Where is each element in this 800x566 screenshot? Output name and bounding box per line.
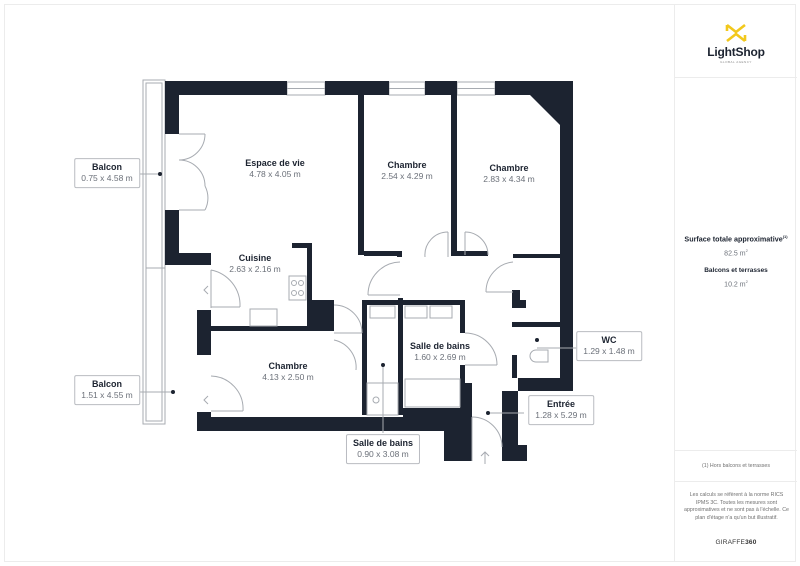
room-label-espace-de-vie: Espace de vie 4.78 x 4.05 m bbox=[245, 158, 305, 180]
page-border bbox=[4, 4, 796, 562]
lightshop-logo-icon bbox=[725, 23, 747, 43]
room-label-chambre-3: Chambre 4.13 x 2.50 m bbox=[262, 361, 314, 383]
cooktop bbox=[288, 275, 307, 301]
total-area-label: Surface totale approximative(1) bbox=[684, 234, 788, 244]
label-dots bbox=[158, 172, 539, 415]
room-label-salle-de-bains-1: Salle de bains 1.60 x 2.69 m bbox=[409, 341, 471, 363]
brand-tagline: GLOBAL AGENCY bbox=[720, 60, 752, 64]
windows bbox=[286, 81, 496, 96]
toilet bbox=[529, 349, 549, 363]
room-label-balcon-2: Balcon 1.51 x 4.55 m bbox=[74, 375, 140, 405]
room-label-wc: WC 1.29 x 1.48 m bbox=[576, 331, 642, 361]
bathtub bbox=[404, 378, 461, 408]
doors bbox=[178, 133, 514, 461]
room-label-chambre-1: Chambre 2.54 x 4.29 m bbox=[381, 160, 433, 182]
giraffe360-credit: GIRAFFE360 bbox=[715, 539, 757, 546]
balcony-area-label: Balcons et terrasses bbox=[704, 266, 768, 274]
info-sidebar: LightShop GLOBAL AGENCY Surface totale a… bbox=[674, 4, 797, 562]
floor-plan-drawing bbox=[137, 79, 576, 464]
fixtures bbox=[249, 275, 549, 416]
brand-logo: LightShop GLOBAL AGENCY bbox=[675, 4, 797, 78]
door-direction-icon bbox=[203, 285, 209, 405]
disclaimer: Les calculs se réfèrent à la norme RICS … bbox=[684, 492, 789, 522]
room-label-balcon-1: Balcon 0.75 x 4.58 m bbox=[74, 158, 140, 188]
area-summary: Surface totale approximative(1) 82.5 m2 … bbox=[675, 234, 797, 288]
walls bbox=[165, 81, 573, 461]
room-label-entree: Entrée 1.28 x 5.29 m bbox=[528, 395, 594, 425]
floor-plan: Espace de vie 4.78 x 4.05 m Chambre 2.54… bbox=[74, 79, 642, 464]
footnote: (1) Hors balcons et terrasses bbox=[675, 450, 797, 482]
room-label-cuisine: Cuisine 2.63 x 2.16 m bbox=[229, 253, 281, 275]
room-label-salle-de-bains-2: Salle de bains 0.90 x 3.08 m bbox=[345, 434, 421, 464]
entrance-arrow-icon bbox=[480, 451, 490, 464]
label-leaders bbox=[137, 173, 576, 433]
sink bbox=[249, 308, 278, 327]
balcony-area-value: 10.2 m2 bbox=[724, 278, 748, 289]
total-area-value: 82.5 m2 bbox=[724, 248, 748, 258]
room-label-chambre-2: Chambre 2.83 x 4.34 m bbox=[483, 163, 535, 185]
balcony-railing bbox=[142, 79, 166, 425]
brand-name: LightShop bbox=[707, 45, 765, 59]
